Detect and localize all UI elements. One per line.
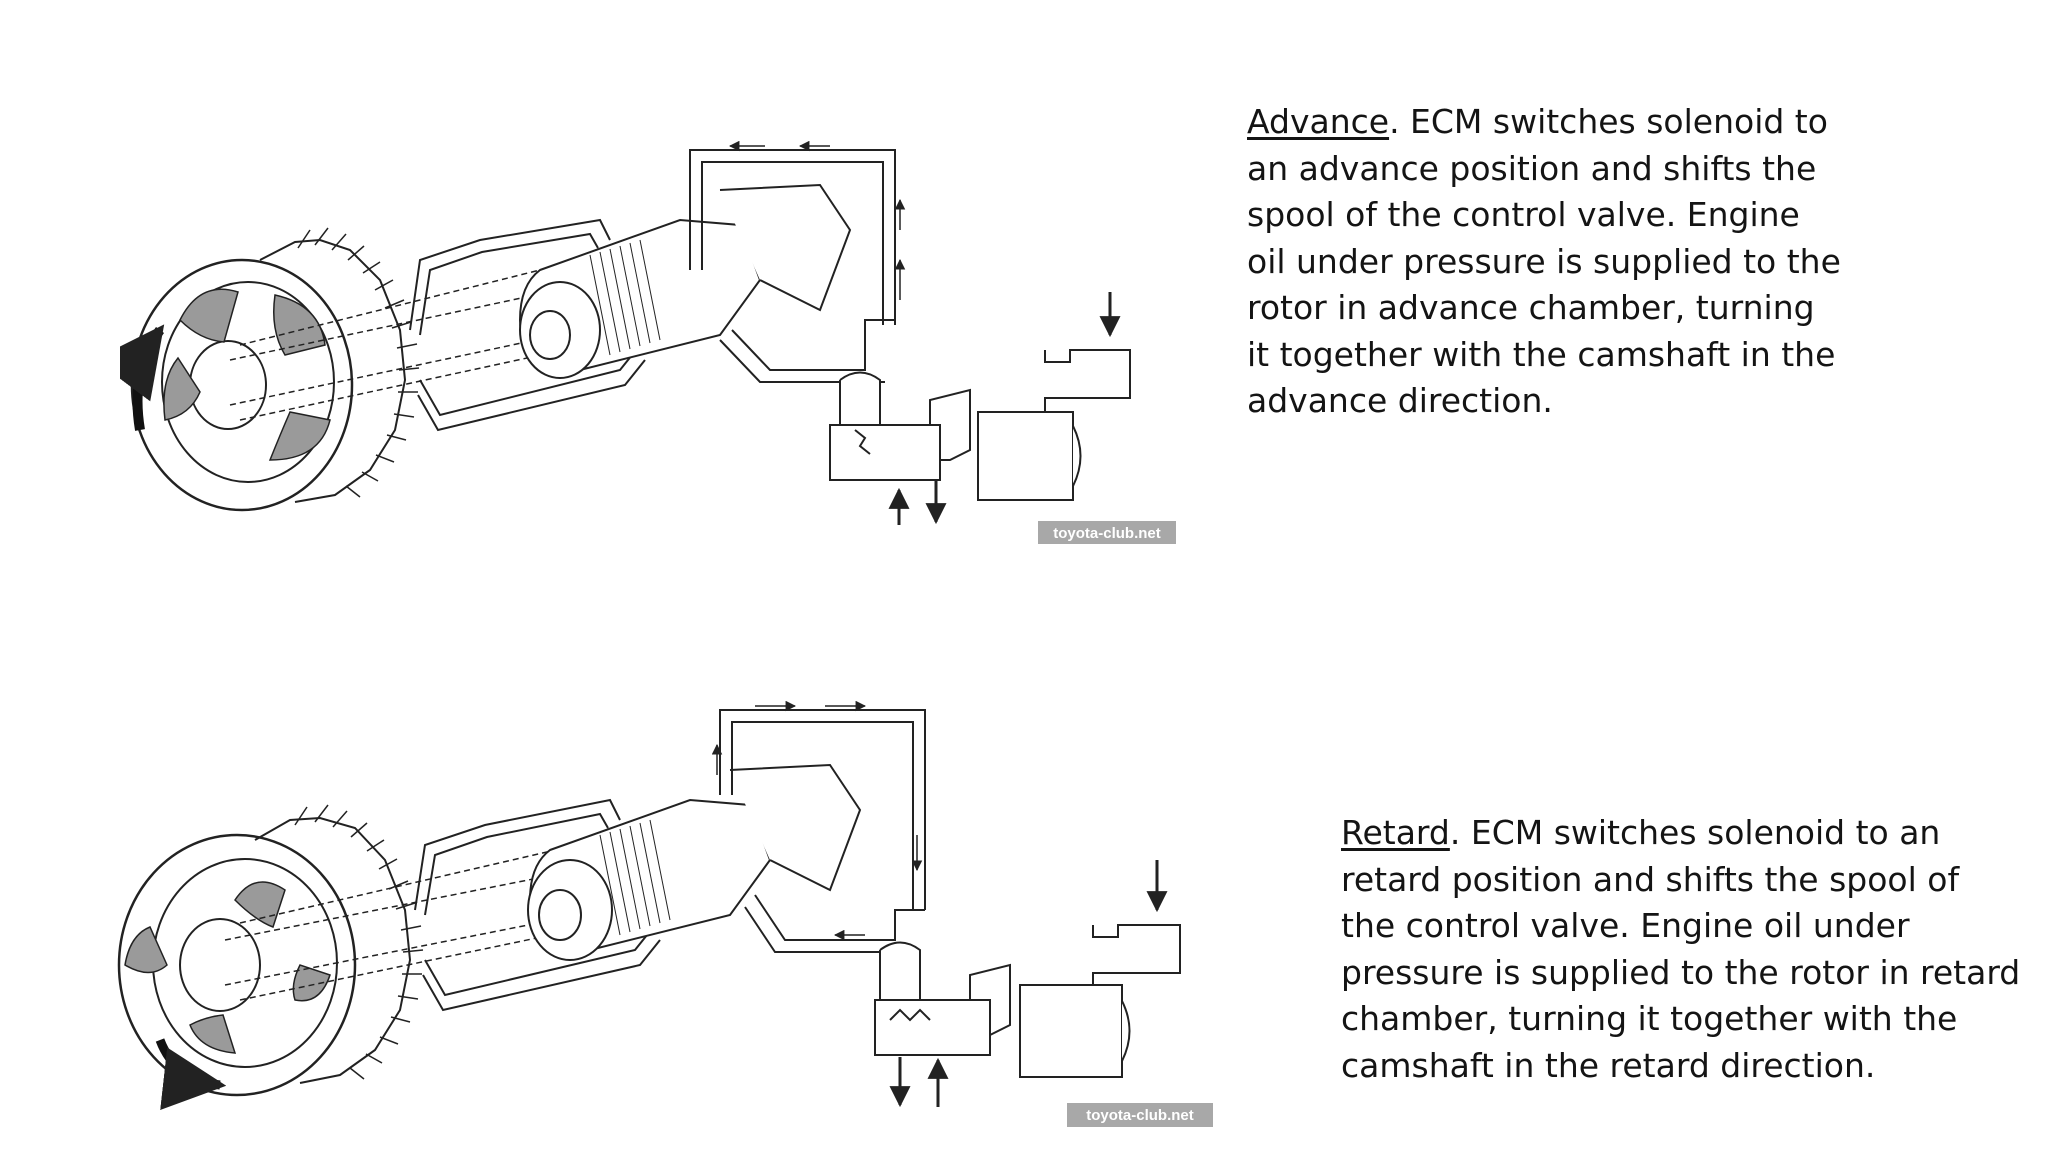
flow-arrows-retard bbox=[889, 860, 1168, 1108]
retard-description: Retard. ECM switches solenoid to an reta… bbox=[1341, 810, 2021, 1089]
svg-text:toyota-club.net: toyota-club.net bbox=[1086, 1107, 1194, 1124]
advance-description: Advance. ECM switches solenoid to an adv… bbox=[1247, 99, 1847, 425]
watermark-retard: toyota-club.net bbox=[1067, 1103, 1213, 1127]
advance-body-text: . ECM switches solenoid to an advance po… bbox=[1247, 102, 1841, 420]
oil-passage-upper bbox=[409, 218, 611, 336]
rotation-arrow-advance bbox=[120, 324, 165, 431]
watermark-advance: toyota-club.net bbox=[1038, 521, 1176, 544]
flow-arrows-advance bbox=[888, 292, 1121, 525]
svg-text:toyota-club.net: toyota-club.net bbox=[1053, 525, 1161, 542]
rotor-chambers bbox=[124, 881, 331, 1054]
oil-control-valve bbox=[874, 924, 1181, 1078]
advance-diagram: toyota-club.net bbox=[120, 140, 1176, 544]
retard-diagram: toyota-club.net bbox=[117, 700, 1213, 1127]
retard-heading: Retard bbox=[1341, 813, 1450, 852]
rotation-arrow-retard bbox=[155, 1038, 227, 1111]
oil-control-valve bbox=[829, 349, 1131, 501]
oil-passage-upper bbox=[414, 798, 621, 916]
advance-heading: Advance bbox=[1247, 102, 1390, 141]
rotor-chambers bbox=[163, 288, 331, 461]
oil-passage-lower bbox=[422, 924, 661, 1012]
control-valve-spool bbox=[518, 183, 852, 379]
control-valve-spool bbox=[527, 763, 862, 961]
retard-body-text: . ECM switches solenoid to an retard pos… bbox=[1341, 813, 2021, 1085]
oil-feed-loop bbox=[711, 700, 926, 953]
vvt-pulley-gear bbox=[130, 227, 420, 512]
